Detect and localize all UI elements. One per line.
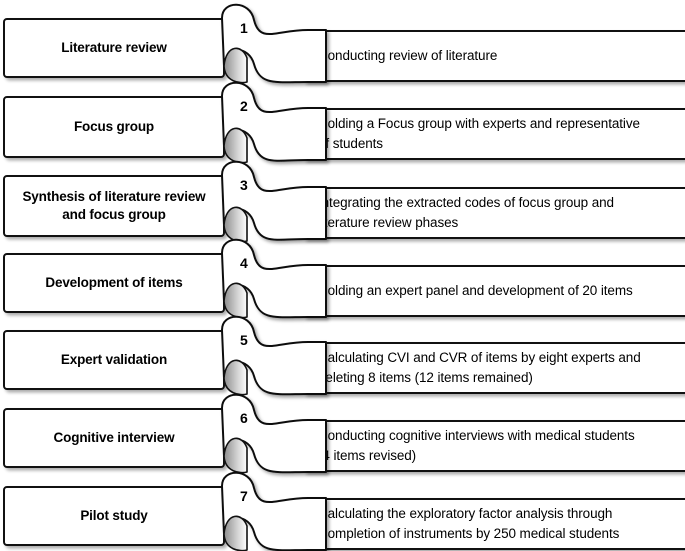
step-description-text: Calculating the exploratory factor analy… — [318, 506, 620, 541]
phase-label-text: Pilot study — [80, 508, 148, 524]
step-description-box[interactable]: Conducting cognitive interviews with med… — [304, 420, 685, 472]
step-number: 4 — [240, 255, 248, 271]
process-step-row: Cognitive interview Conducting cognitive … — [0, 393, 685, 474]
connector-fold — [223, 127, 248, 164]
step-description-text: Holding an expert panel and development … — [318, 283, 633, 299]
step-description-text: Conducting review of literature — [318, 48, 498, 64]
connector-fold — [223, 206, 248, 243]
phase-label-text: Synthesis of literature review and focus… — [22, 189, 206, 222]
step-number: 2 — [240, 98, 248, 114]
step-number: 6 — [240, 410, 248, 426]
phase-label-box[interactable]: Focus group — [3, 96, 225, 158]
phase-label-box[interactable]: Cognitive interview — [3, 408, 225, 468]
step-number: 7 — [240, 488, 248, 504]
connector-fold — [223, 515, 248, 551]
phase-label-box[interactable]: Synthesis of literature review and focus… — [3, 175, 225, 237]
process-step-row: Expert validation Calculating CVI and CVR… — [0, 315, 685, 396]
step-description-box[interactable]: Holding a Focus group with experts and r… — [304, 108, 685, 160]
phase-label-text: Development of items — [45, 275, 183, 291]
step-description-text: Calculating CVI and CVR of items by eigh… — [318, 350, 641, 385]
process-step-row: Focus group Holding a Focus group with ex… — [0, 81, 685, 164]
phase-label-box[interactable]: Literature review — [3, 18, 225, 78]
step-number: 1 — [240, 20, 248, 36]
process-step-row: Pilot study Calculating the exploratory f… — [0, 471, 685, 551]
step-description-text: Integrating the extracted codes of focus… — [318, 195, 614, 230]
connector-fold — [223, 47, 248, 84]
step-description-box[interactable]: Holding an expert panel and development … — [304, 265, 685, 317]
step-description-box[interactable]: Integrating the extracted codes of focus… — [304, 187, 685, 239]
phase-label-box[interactable]: Pilot study — [3, 486, 225, 546]
process-step-row: Synthesis of literature review and focus… — [0, 160, 685, 243]
step-number: 5 — [240, 332, 248, 348]
step-description-text: Conducting cognitive interviews with med… — [318, 428, 635, 463]
step-number: 3 — [240, 177, 248, 193]
step-description-text: Holding a Focus group with experts and r… — [318, 116, 640, 151]
step-description-box[interactable]: Calculating CVI and CVR of items by eigh… — [304, 342, 685, 394]
connector-fold — [223, 437, 248, 474]
connector-fold — [223, 359, 248, 396]
phase-label-box[interactable]: Expert validation — [3, 330, 225, 390]
phase-label-box[interactable]: Development of items — [3, 253, 225, 313]
phase-label-text: Expert validation — [60, 352, 168, 368]
connector-fold — [223, 282, 248, 319]
phase-label-text: Cognitive interview — [53, 430, 175, 446]
phase-label-text: Focus group — [73, 119, 155, 135]
step-description-box[interactable]: Calculating the exploratory factor analy… — [304, 498, 685, 550]
step-description-box[interactable]: Conducting review of literature — [304, 30, 685, 82]
phase-label-text: Literature review — [61, 40, 167, 56]
